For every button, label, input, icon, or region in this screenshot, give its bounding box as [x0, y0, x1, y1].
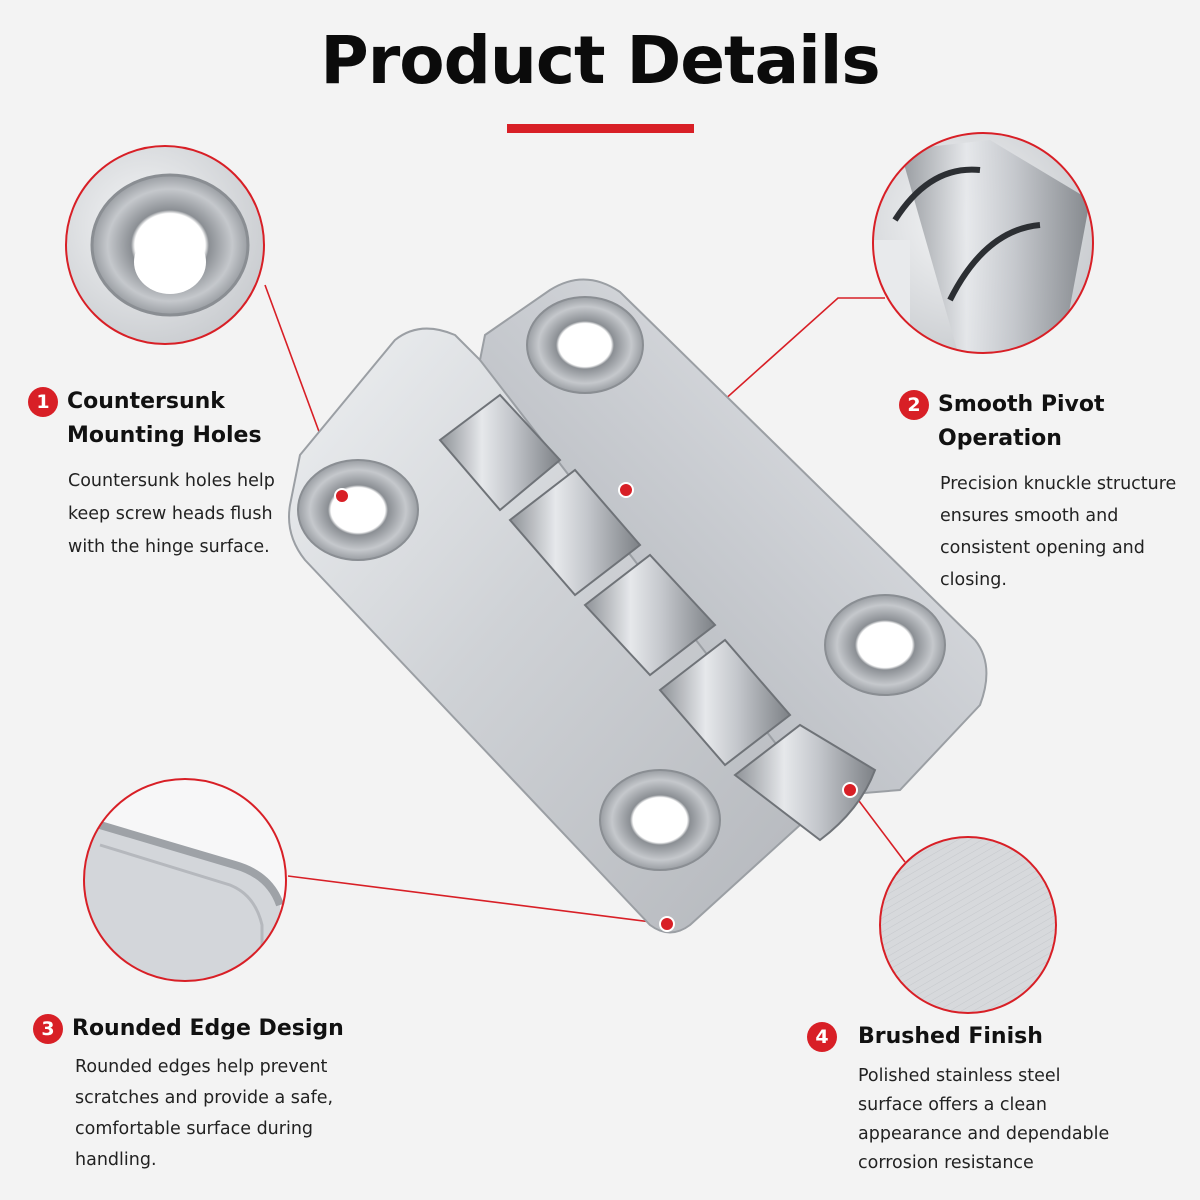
- feature-number-badge: 1: [28, 387, 58, 417]
- zoom-circle-brushed-finish: [879, 836, 1057, 1014]
- hinge-knuckles: [438, 393, 877, 842]
- feature-title: Smooth Pivot Operation: [938, 392, 1105, 451]
- feature-title: Rounded Edge Design: [72, 1016, 344, 1041]
- feature-brushed-finish: 4 Brushed Finish Polished stainless stee…: [807, 1022, 1109, 1178]
- leader-line-3: [287, 875, 668, 925]
- feature-description: Polished stainless steel surface offers …: [858, 1066, 1110, 1173]
- page-title: Product Details: [320, 22, 880, 99]
- feature-number-badge: 3: [33, 1014, 63, 1044]
- feature-description: Countersunk holes help keep screw heads …: [68, 471, 275, 557]
- mounting-holes: [297, 296, 946, 871]
- zoom-circle-countersunk-hole: [65, 145, 265, 345]
- feature-number-badge: 2: [899, 390, 929, 420]
- hinge-body: [288, 278, 988, 934]
- feature-countersunk-holes: 1 Countersunk Mounting Holes Countersunk…: [28, 387, 275, 564]
- callout-dot-2: [618, 482, 634, 498]
- feature-number-badge: 4: [807, 1022, 837, 1052]
- zoom-circle-rounded-edge: [83, 778, 287, 982]
- title-underline: [507, 124, 694, 133]
- zoom-circle-knuckle: [872, 132, 1094, 354]
- feature-title: Countersunk Mounting Holes: [67, 389, 262, 448]
- feature-rounded-edge: 3 Rounded Edge Design Rounded edges help…: [33, 1014, 344, 1176]
- feature-smooth-pivot: 2 Smooth Pivot Operation Precision knuck…: [899, 390, 1176, 596]
- callout-dot-3: [659, 916, 675, 932]
- callout-dots: [334, 482, 858, 932]
- feature-description: Precision knuckle structure ensures smoo…: [940, 474, 1177, 590]
- feature-description: Rounded edges help prevent scratches and…: [75, 1057, 334, 1170]
- callout-dot-1: [334, 488, 350, 504]
- callout-dot-4: [842, 782, 858, 798]
- feature-title: Brushed Finish: [858, 1024, 1043, 1049]
